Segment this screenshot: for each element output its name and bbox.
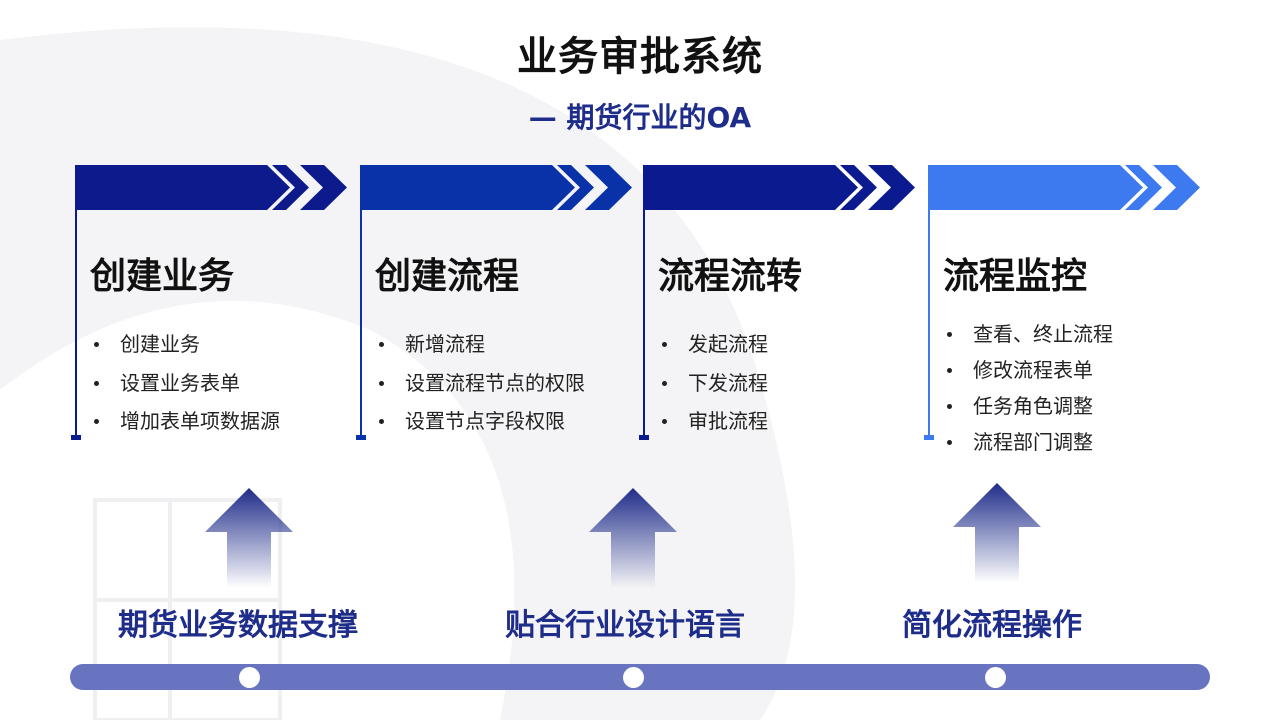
list-item: 流程部门调整 xyxy=(943,429,1113,465)
list-item: 设置流程节点的权限 xyxy=(375,370,585,409)
column-line-end xyxy=(639,435,649,440)
list-item: 创建业务 xyxy=(90,331,280,370)
list-item: 下发流程 xyxy=(658,370,768,409)
column-create-process: 创建流程 新增流程 设置流程节点的权限 设置节点字段权限 xyxy=(356,165,640,455)
column-process-monitor: 流程监控 查看、终止流程 修改流程表单 任务角色调整 流程部门调整 xyxy=(924,165,1208,455)
column-line-end xyxy=(924,435,934,440)
list-item: 任务角色调整 xyxy=(943,393,1113,429)
bullet-icon xyxy=(94,380,99,386)
list-item: 发起流程 xyxy=(658,331,768,370)
timeline-node xyxy=(623,667,644,688)
list-item: 设置节点字段权限 xyxy=(375,408,585,447)
timeline-node xyxy=(985,667,1006,688)
bullet-icon xyxy=(947,440,952,445)
list-item: 增加表单项数据源 xyxy=(90,408,280,447)
feature-label: 期货业务数据支撑 xyxy=(118,608,358,643)
column-banner xyxy=(928,165,1200,210)
list-item: 设置业务表单 xyxy=(90,370,280,409)
timeline-node xyxy=(239,667,260,688)
feature-label: 贴合行业设计语言 xyxy=(505,608,745,643)
column-title: 流程流转 xyxy=(658,256,803,297)
column-process-flow: 流程流转 发起流程 下发流程 审批流程 xyxy=(639,165,923,455)
bullet-icon xyxy=(947,332,952,337)
column-item-list: 发起流程 下发流程 审批流程 xyxy=(658,331,768,447)
column-title: 创建流程 xyxy=(375,256,520,297)
bullet-icon xyxy=(379,380,384,386)
bullet-icon xyxy=(94,419,99,424)
up-arrow-icon xyxy=(205,488,293,588)
column-line xyxy=(75,210,77,438)
slide-title: 业务审批系统 xyxy=(517,34,763,80)
bullet-icon xyxy=(662,342,667,347)
column-item-list: 查看、终止流程 修改流程表单 任务角色调整 流程部门调整 xyxy=(943,321,1113,465)
column-title: 创建业务 xyxy=(90,256,235,297)
bullet-icon xyxy=(947,368,952,373)
column-banner xyxy=(360,165,632,210)
column-line-end xyxy=(71,435,81,440)
column-line-end xyxy=(356,435,366,440)
list-item: 新增流程 xyxy=(375,331,585,370)
column-line xyxy=(928,210,930,438)
column-title: 流程监控 xyxy=(943,256,1088,297)
feature-label: 简化流程操作 xyxy=(902,608,1082,643)
up-arrow-icon xyxy=(589,488,677,588)
slide-subtitle: — 期货行业的OA xyxy=(528,101,752,134)
column-line xyxy=(643,210,645,438)
list-item: 查看、终止流程 xyxy=(943,321,1113,357)
list-item: 审批流程 xyxy=(658,408,768,447)
list-item: 修改流程表单 xyxy=(943,357,1113,393)
bullet-icon xyxy=(94,342,99,347)
bullet-icon xyxy=(662,380,667,386)
column-line xyxy=(360,210,362,438)
column-item-list: 新增流程 设置流程节点的权限 设置节点字段权限 xyxy=(375,331,585,447)
up-arrow-icon xyxy=(953,483,1041,583)
bullet-icon xyxy=(947,404,952,409)
column-banner xyxy=(643,165,915,210)
column-item-list: 创建业务 设置业务表单 增加表单项数据源 xyxy=(90,331,280,447)
bullet-icon xyxy=(662,419,667,424)
column-banner xyxy=(75,165,347,210)
bullet-icon xyxy=(379,419,384,424)
bullet-icon xyxy=(379,342,384,347)
column-create-business: 创建业务 创建业务 设置业务表单 增加表单项数据源 xyxy=(71,165,355,455)
